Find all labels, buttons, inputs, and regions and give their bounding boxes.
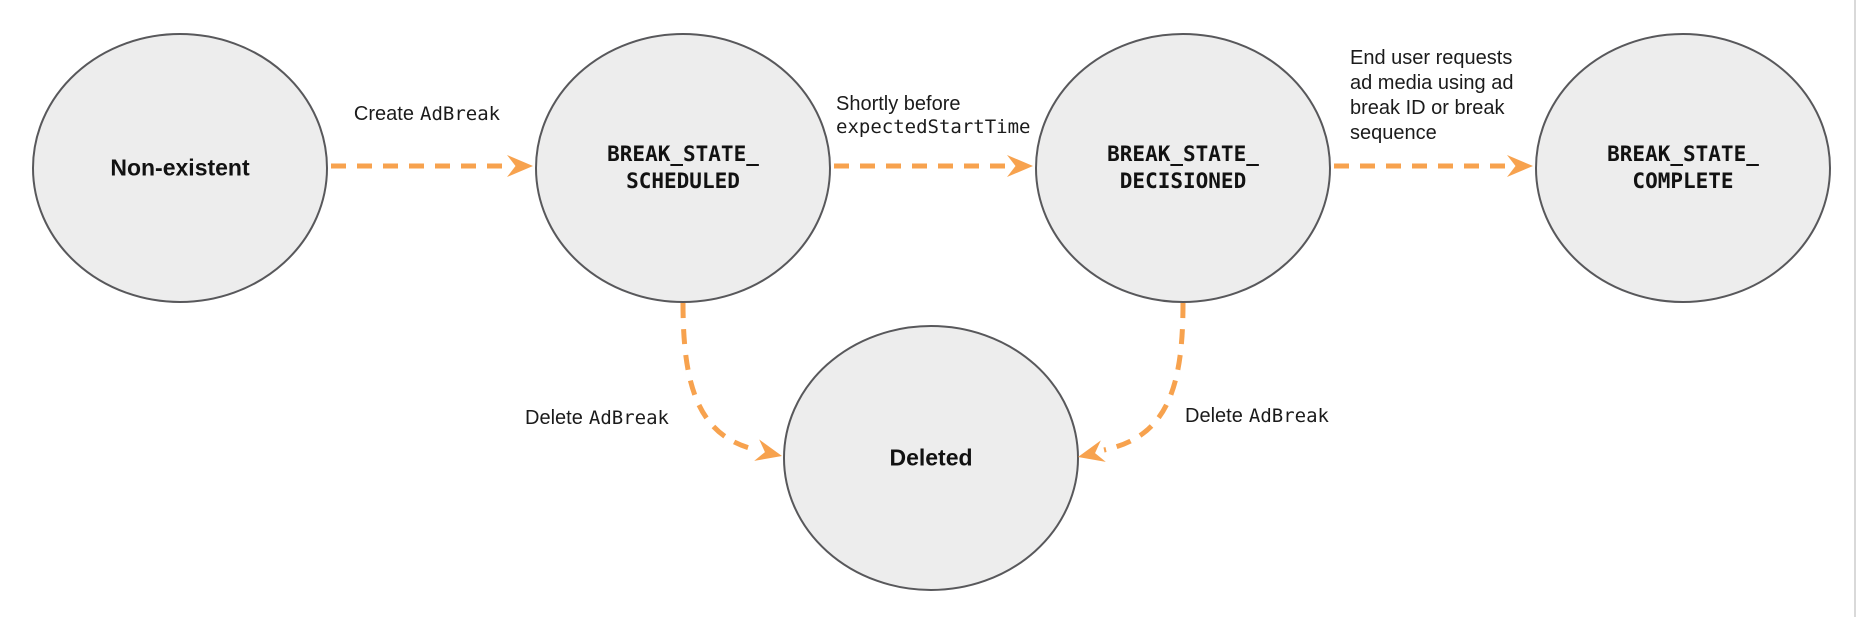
state-label-line1: BREAK_STATE_ bbox=[607, 142, 759, 166]
arrowhead-icon bbox=[754, 439, 782, 461]
edge-label-code: expectedStartTime bbox=[836, 116, 1031, 138]
state-label-line2: SCHEDULED bbox=[626, 169, 740, 193]
edge-label-text: Delete bbox=[525, 407, 583, 429]
edge-label-end-user-request: End user requests ad media using ad brea… bbox=[1350, 46, 1513, 146]
arrowhead-icon bbox=[1078, 440, 1106, 462]
state-label-non-existent: Non-existent bbox=[110, 155, 249, 182]
state-node-break-state-complete bbox=[1535, 33, 1831, 303]
edge-label-text: Create bbox=[353, 103, 414, 125]
arrowhead-icon bbox=[1507, 155, 1533, 177]
edge-label-line1: End user requests bbox=[1350, 47, 1513, 69]
state-node-break-state-scheduled bbox=[535, 33, 831, 303]
arrowhead-icon bbox=[1007, 155, 1033, 177]
edge-label-code: AdBreak bbox=[1248, 405, 1329, 427]
edge-label-create-adbreak: Create AdBreak bbox=[354, 102, 500, 126]
state-node-deleted bbox=[783, 325, 1079, 591]
state-label-break-state-complete: BREAK_STATE_ COMPLETE bbox=[1607, 141, 1759, 195]
state-label-break-state-scheduled: BREAK_STATE_ SCHEDULED bbox=[607, 141, 759, 195]
state-label-line2: DECISIONED bbox=[1119, 169, 1247, 193]
edge-label-text: Delete bbox=[1185, 405, 1243, 427]
edge-label-code: AdBreak bbox=[420, 103, 501, 125]
edge-label-line4: sequence bbox=[1350, 122, 1437, 144]
edge-label-line3: break ID or break bbox=[1350, 97, 1505, 119]
state-label-deleted: Deleted bbox=[889, 445, 972, 472]
state-label-line1: BREAK_STATE_ bbox=[1107, 142, 1259, 166]
state-label-text: Deleted bbox=[889, 444, 973, 471]
state-label-line2: COMPLETE bbox=[1632, 169, 1734, 193]
transition-arrow-delete-adbreak-left bbox=[680, 302, 758, 453]
state-node-non-existent bbox=[32, 33, 328, 303]
edge-label-text: Shortly before bbox=[836, 93, 961, 115]
arrowhead-icon bbox=[507, 155, 533, 177]
transition-arrow-delete-adbreak-right bbox=[1103, 302, 1186, 453]
state-label-text: Non-existent bbox=[110, 154, 250, 181]
edge-label-code: AdBreak bbox=[588, 407, 669, 429]
edge-label-shortly-before: Shortly before expectedStartTime bbox=[836, 93, 1030, 139]
edge-label-line2: ad media using ad bbox=[1350, 72, 1514, 94]
state-label-break-state-decisioned: BREAK_STATE_ DECISIONED bbox=[1107, 141, 1259, 195]
state-node-break-state-decisioned bbox=[1035, 33, 1331, 303]
state-label-line1: BREAK_STATE_ bbox=[1607, 142, 1759, 166]
